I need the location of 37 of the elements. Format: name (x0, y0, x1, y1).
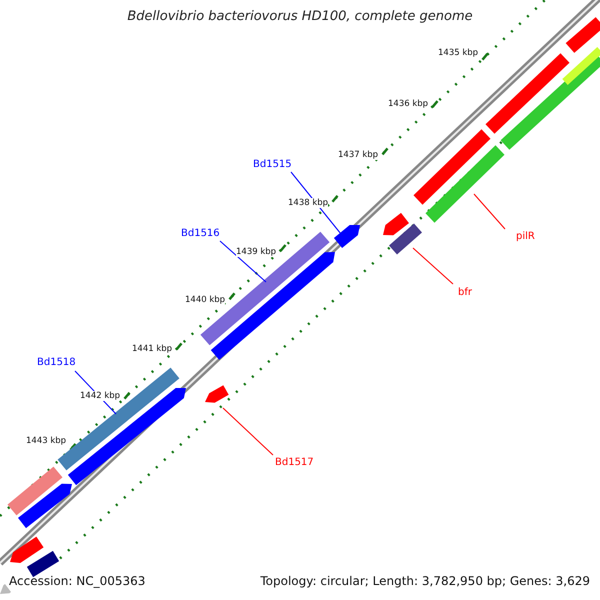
gene-bar (18, 484, 72, 528)
gene-label: Bd1517 (275, 457, 314, 468)
gene-bar (389, 224, 422, 254)
gene-bar (0, 584, 11, 594)
leader-line (220, 240, 266, 282)
gene-label: bfr (458, 287, 472, 298)
gene-bar (334, 225, 360, 248)
tick-label: 1436 kbp (388, 99, 428, 109)
leader-line (474, 194, 506, 230)
tick-label: 1442 kbp (80, 391, 120, 401)
tick-label: 1440 kbp (185, 295, 226, 305)
gene-bar (68, 388, 186, 486)
tick-label: 1439 kbp (236, 247, 276, 257)
gene-label: pilR (516, 231, 535, 242)
leader-line (412, 248, 454, 284)
gene-bar (383, 212, 409, 236)
title: Bdellovibrio bacteriovorus HD100, complete genome (126, 9, 474, 24)
tick-label: 1438 kbp (288, 198, 328, 208)
footer-text: Accession: NC_005363 (9, 574, 146, 588)
gene-bar (10, 536, 44, 563)
gene-label: Bd1515 (253, 159, 292, 170)
gene-bar (426, 145, 504, 223)
leader-line (222, 408, 274, 456)
gene-bar (566, 17, 600, 53)
gene-bar (8, 466, 62, 516)
tick-label: 1441 kbp (132, 344, 172, 354)
gene-bar (562, 47, 600, 85)
gene-label: Bd1518 (37, 357, 76, 368)
tick-label: 1443 kbp (26, 436, 66, 446)
gene-bar (414, 129, 490, 205)
gene-bar (205, 385, 229, 403)
gene-label: Bd1516 (181, 228, 220, 239)
tick-label: 1437 kbp (338, 150, 378, 160)
gene-bar (26, 550, 60, 578)
tick-label: 1435 kbp (438, 48, 478, 58)
gene-bar (486, 53, 570, 134)
footer-text: Topology: circular; Length: 3,782,950 bp; Genes: 3,629 (260, 574, 590, 588)
